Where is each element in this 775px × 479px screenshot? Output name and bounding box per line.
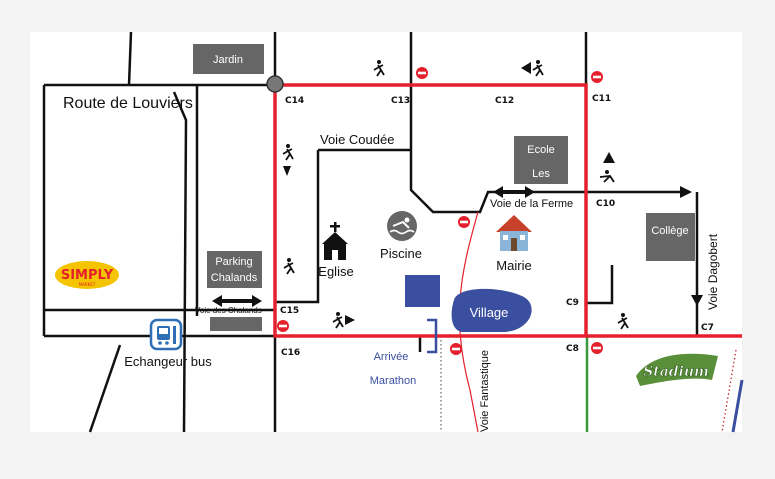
label-les: Les	[532, 168, 550, 180]
blue-edge	[731, 379, 744, 433]
arrow-left-icon	[521, 62, 531, 74]
church-icon	[322, 222, 348, 260]
label-college: Collège	[651, 225, 688, 237]
arrow-up-icon	[603, 152, 615, 163]
node-c9: C9	[566, 298, 579, 308]
box-ecole	[514, 136, 568, 184]
label-arrivee: Arrivée	[374, 351, 409, 363]
village-lake	[451, 288, 532, 332]
road-voie-coudee	[275, 150, 320, 304]
arrivee-bracket	[427, 318, 438, 354]
no-entry-icon	[416, 67, 428, 79]
node-c7: C7	[701, 323, 714, 333]
runner-icon-group	[282, 60, 629, 330]
double-arrow-icon	[493, 186, 535, 198]
no-entry-icon	[277, 320, 289, 332]
box-jardin	[193, 44, 264, 74]
runner-icon	[332, 312, 344, 329]
label-mairie: Mairie	[496, 258, 531, 273]
node-c15: C15	[280, 306, 299, 316]
arrow-down-icon	[691, 295, 703, 306]
label-voie-fantastique: Voie Fantastique	[479, 350, 491, 432]
simply-logo-text: SIMPLY	[61, 268, 114, 283]
label-voie-dagobert: Voie Dagobert	[706, 233, 720, 310]
road-southwest	[88, 344, 122, 433]
swimming-pool-icon	[387, 211, 417, 241]
label-parking: Parking	[215, 256, 252, 268]
map-background	[30, 32, 742, 432]
stadium-logo-text: Stadium	[643, 364, 709, 380]
label-voie-coudee: Voie Coudée	[320, 132, 394, 147]
box-parking-lot	[210, 317, 262, 331]
node-c14: C14	[285, 96, 304, 106]
arrow-right-icon	[680, 186, 692, 198]
label-ecole: Ecole	[527, 144, 555, 156]
no-entry-icon	[458, 216, 470, 228]
stadium-logo: Stadium	[636, 353, 718, 386]
town-hall-icon	[496, 215, 532, 251]
box-parking-chalands	[207, 251, 262, 288]
direction-arrows	[212, 62, 703, 325]
label-voie-chalands: Voie des Chalands	[195, 306, 262, 315]
node-c16: C16	[281, 348, 300, 358]
label-route-louviers: Route de Louviers	[63, 95, 193, 112]
label-echangeur-bus: Echangeur bus	[124, 354, 212, 369]
runner-icon	[532, 60, 544, 77]
label-village: Village	[470, 305, 509, 320]
no-entry-icon-group	[277, 67, 603, 355]
runner-icon	[282, 144, 294, 161]
runner-icon	[617, 313, 629, 330]
label-marathon: Marathon	[370, 375, 416, 387]
junction-c14	[266, 75, 284, 93]
road-c9-spur	[586, 265, 614, 305]
runner-icon	[283, 258, 295, 275]
node-c12: C12	[495, 96, 514, 106]
label-jardin: Jardin	[213, 54, 243, 66]
dotted-path-right	[721, 349, 737, 433]
box-college	[646, 213, 695, 261]
road-curve-down	[172, 91, 188, 433]
runner-icon	[599, 170, 615, 183]
arrow-right-icon	[345, 315, 355, 325]
label-eglise: Eglise	[318, 264, 353, 279]
arrow-down-icon	[283, 166, 291, 176]
blue-square	[405, 275, 440, 307]
label-chalands: Chalands	[211, 272, 258, 284]
bus-icon	[149, 318, 183, 351]
simply-market-logo: SIMPLY MARKET	[55, 261, 119, 289]
no-entry-icon	[450, 343, 462, 355]
road-jardin-left	[127, 31, 133, 86]
node-c10: C10	[596, 199, 615, 209]
runner-icon	[373, 60, 385, 77]
label-voie-ferme: Voie de la Ferme	[490, 198, 573, 210]
simply-logo-sub: MARKET	[79, 282, 96, 287]
label-piscine: Piscine	[380, 246, 422, 261]
no-entry-icon	[591, 342, 603, 354]
node-c11: C11	[592, 94, 611, 104]
node-c8: C8	[566, 344, 579, 354]
no-entry-icon	[591, 71, 603, 83]
node-c13: C13	[391, 96, 410, 106]
